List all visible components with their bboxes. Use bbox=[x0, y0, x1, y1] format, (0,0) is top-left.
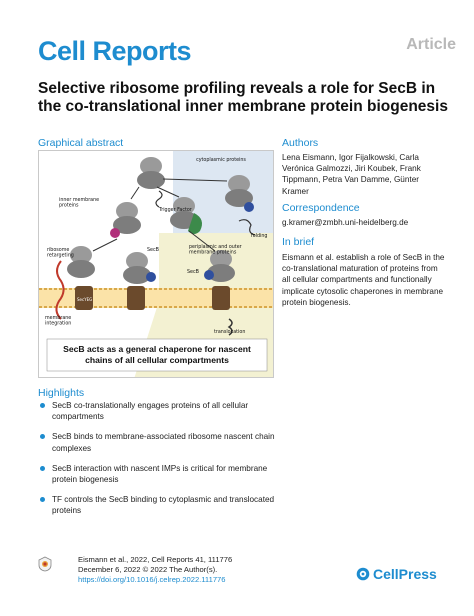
highlight-text: SecB interaction with nascent IMPs is cr… bbox=[52, 463, 268, 485]
ribosome-top bbox=[137, 157, 165, 189]
label-secb-mid: SecB bbox=[187, 269, 199, 275]
cellpress-icon bbox=[356, 567, 370, 581]
label-folding: folding bbox=[251, 233, 267, 239]
bullet-icon bbox=[40, 403, 45, 408]
highlight-item: SecB interaction with nascent IMPs is cr… bbox=[38, 463, 288, 485]
graphical-abstract-heading: Graphical abstract bbox=[38, 137, 124, 149]
ribosome-cytoplasmic bbox=[225, 175, 254, 212]
conclusion-banner-line2: chains of all cellular compartments bbox=[85, 355, 229, 365]
publisher-name: CellPress bbox=[373, 566, 437, 582]
bullet-icon bbox=[40, 465, 45, 471]
ribosome-membrane-1 bbox=[123, 252, 156, 284]
citation-line2: December 6, 2022 © 2022 The Author(s). bbox=[78, 565, 218, 575]
conclusion-banner bbox=[46, 338, 268, 372]
label-cytoplasmic: cytoplasmic proteins bbox=[196, 157, 246, 163]
in-brief-heading: In brief bbox=[282, 236, 315, 248]
bullet-icon bbox=[40, 497, 45, 503]
folded-chain bbox=[238, 219, 256, 236]
label-secyeg: SecYEG bbox=[77, 297, 92, 302]
citation: Eismann et al., 2022, Cell Reports 41, 1… bbox=[78, 555, 232, 586]
arrow-to-retargeting bbox=[92, 238, 118, 252]
paper-title: Selective ribosome profiling reveals a r… bbox=[38, 80, 448, 115]
article-type: Article bbox=[406, 36, 456, 53]
nascent-chain-top bbox=[155, 190, 163, 208]
highlight-text: SecB binds to membrane-associated riboso… bbox=[52, 432, 275, 453]
doi-link[interactable]: https://doi.org/10.1016/j.celrep.2022.11… bbox=[78, 575, 226, 585]
translocated-chain bbox=[227, 318, 233, 336]
bullet-icon bbox=[40, 434, 45, 440]
secyeg-channel-right bbox=[212, 286, 230, 310]
inner-membrane bbox=[39, 288, 273, 308]
highlights-heading: Highlights bbox=[38, 387, 85, 399]
arrow-to-imp bbox=[130, 186, 140, 200]
highlight-item: SecB co-translationally engages proteins… bbox=[38, 400, 288, 422]
authors-list: Lena Eismann, Igor Fijalkowski, Carla Ve… bbox=[282, 153, 421, 196]
conclusion-banner-line1: SecB acts as a general chaperone for nas… bbox=[63, 344, 251, 354]
ribosome-trigger-factor bbox=[170, 197, 202, 234]
check-for-updates-icon[interactable] bbox=[38, 556, 52, 572]
secyeg-channel-left bbox=[75, 286, 93, 310]
label-trigger-factor: Trigger Factor bbox=[158, 207, 192, 213]
highlight-text: SecB co-translationally engages proteins… bbox=[52, 401, 249, 422]
nascent-chain-membrane bbox=[55, 260, 65, 320]
arrow-to-cytoplasmic bbox=[162, 178, 228, 182]
ribosome-inner-membrane bbox=[110, 202, 141, 238]
journal-name: Cell Reports bbox=[38, 36, 192, 66]
authors-heading: Authors bbox=[282, 137, 319, 149]
citation-line1: Eismann et al., 2022, Cell Reports 41, 1… bbox=[78, 555, 233, 564]
highlight-item: TF controls the SecB binding to cytoplas… bbox=[38, 494, 288, 516]
highlights-list: SecB co-translationally engages proteins… bbox=[38, 400, 288, 526]
arrow-to-tf bbox=[156, 186, 180, 198]
highlight-item: SecB binds to membrane-associated riboso… bbox=[38, 431, 288, 453]
ribosome-membrane-2 bbox=[204, 250, 235, 282]
correspondence-heading: Correspondence bbox=[282, 202, 360, 214]
cellpress-logo: CellPress bbox=[356, 566, 437, 582]
label-translocation: translocation bbox=[214, 329, 245, 335]
correspondence-email[interactable]: g.kramer@zmbh.uni-heidelberg.de bbox=[282, 218, 409, 227]
secyeg-channel-mid bbox=[127, 286, 145, 310]
highlight-text: TF controls the SecB binding to cytoplas… bbox=[52, 495, 275, 516]
arrow-to-periplasmic bbox=[188, 230, 216, 252]
label-secb: SecB bbox=[147, 247, 159, 253]
in-brief-text: Eismann et al. establish a role of SecB … bbox=[282, 253, 445, 307]
ribosome-retargeting bbox=[67, 246, 95, 278]
